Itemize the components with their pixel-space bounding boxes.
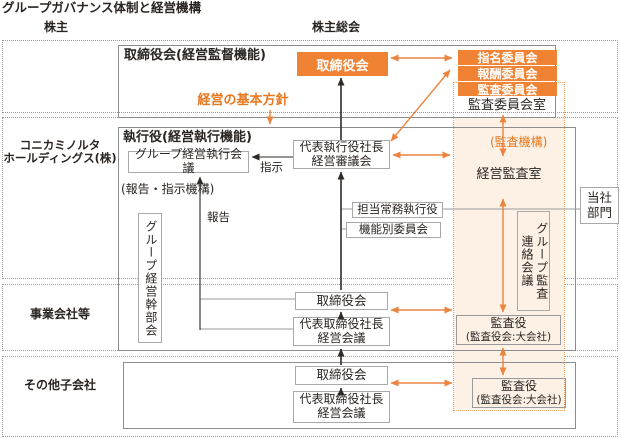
row-other-subsidiaries xyxy=(2,356,618,437)
management-policy-label: 経営の基本方針 xyxy=(197,93,289,108)
ceo-council-box: 代表執行役社長 経営審議会 xyxy=(293,140,390,169)
board-supervision-container xyxy=(118,45,556,118)
president-council-box-other: 代表取締役社長 経営会議 xyxy=(293,391,390,423)
audit-region-fill xyxy=(454,118,564,409)
audit-mechanism-label: (監査機構) xyxy=(490,135,548,149)
president-council-box-operating: 代表取締役社長 経営会議 xyxy=(293,317,390,346)
general-meeting-label: 株主総会 xyxy=(312,20,361,34)
auditors-box-operating: 監査役 (監査役会:大会社) xyxy=(456,315,561,345)
senior-executive-officers-box: 担当常務執行役 xyxy=(352,202,443,218)
group-executive-council-box: グループ経営執行会議 xyxy=(128,147,249,175)
executive-container xyxy=(118,127,576,351)
functional-committees-box: 機能別委員会 xyxy=(346,222,441,238)
board-box-operating: 取締役会 xyxy=(295,292,388,310)
page-title: グループガバナンス体制と経営機構 xyxy=(2,0,202,15)
other-subsidiaries-label: その他子会社 xyxy=(23,378,96,392)
auditors-box-other: 監査役 (監査役会:大会社) xyxy=(472,378,566,408)
shareholders-label: 株主 xyxy=(44,20,69,34)
audit-committee-office-label: 監査委員会室 xyxy=(467,98,546,113)
management-audit-office-label: 経営監査室 xyxy=(476,167,542,182)
board-of-directors-box: 取締役会 xyxy=(297,52,388,76)
group-audit-liaison-box: グループ監査 連絡会議 xyxy=(517,211,550,311)
board-box-other: 取締役会 xyxy=(295,366,388,385)
company-division-box: 当社 部門 xyxy=(580,187,619,224)
group-exec-leaders-box: グループ経営幹部会 xyxy=(138,213,162,343)
execution-container-label: 執行役(経営執行機能) xyxy=(123,130,252,145)
report-instruction-note: (報告・指示機構) xyxy=(121,182,215,196)
instruction-label: 指示 xyxy=(260,160,283,174)
supervision-container-label: 取締役会(経営監督機能) xyxy=(124,48,266,63)
operating-companies-label: 事業会社等 xyxy=(29,307,90,321)
nominating-committee-box: 指名委員会 xyxy=(458,50,557,65)
compensation-committee-box: 報酬委員会 xyxy=(458,66,557,81)
holdings-label: コニカミノルタ ホールディングス(株) xyxy=(3,138,117,165)
row-shareholders xyxy=(2,40,618,113)
other-subsidiary-container xyxy=(123,362,576,429)
report-label: 報告 xyxy=(207,210,230,224)
audit-committee-box: 監査委員会 xyxy=(458,82,557,97)
